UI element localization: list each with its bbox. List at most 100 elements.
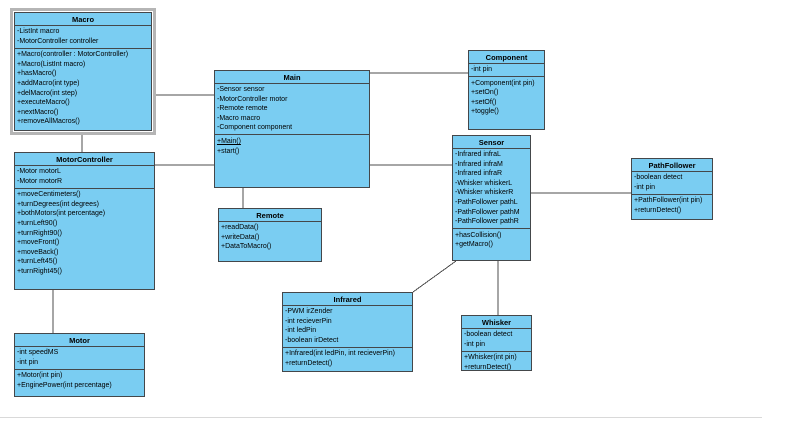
method-row: +Motor(int pin): [17, 372, 63, 380]
method-row: +moveBack(): [17, 248, 59, 256]
attribute-row: -Whisker whiskerR: [455, 189, 514, 197]
class-title-motorcontroller: MotorController: [15, 153, 154, 166]
attribute-row: -Whisker whiskerL: [455, 179, 513, 187]
attribute-row: -boolean detect: [464, 331, 513, 338]
method-row: +removeAllMacros(): [17, 118, 80, 126]
class-methods-remote: +readData() +writeData() +DataToMacro(): [219, 222, 321, 262]
attribute-row: -int speedMS: [17, 349, 59, 356]
method-row: +turnDegrees(int degrees): [17, 200, 99, 208]
attribute-row: -Macro macro: [217, 114, 261, 122]
class-attributes-motor: -int speedMS -int pin: [15, 347, 144, 370]
class-methods-motorcontroller: +moveCentimeters()+turnDegrees(int degre…: [15, 189, 154, 289]
class-methods-main: +Main() +start(): [215, 135, 369, 187]
class-methods-infrared: +Infrared(int ledPin, int recieverPin)+r…: [283, 348, 412, 371]
class-methods-sensor: +hasCollision() +getMacro(): [453, 229, 530, 260]
method-row: +addMacro(int type): [17, 79, 80, 87]
attribute-row: -Sensor sensor: [217, 86, 265, 93]
attribute-row: -boolean detect: [634, 174, 683, 181]
class-title-motor: Motor: [15, 334, 144, 347]
attribute-row: -MotorController controller: [17, 37, 99, 45]
class-title-sensor: Sensor: [453, 136, 530, 149]
method-row: +turnLeft90(): [17, 219, 58, 227]
class-box-pathfollower[interactable]: PathFollower -boolean detect -int pin +Pa…: [631, 158, 713, 220]
method-row: +turnLeft45(): [17, 258, 58, 266]
class-methods-component: +Component(int pin)+setOn()+setOf()+togg…: [469, 77, 544, 129]
attribute-row: -MotorController motor: [217, 95, 288, 103]
attribute-row: -Infrared infraL: [455, 151, 501, 158]
method-row: +returnDetect(): [634, 206, 682, 214]
method-row: +writeData(): [221, 233, 260, 241]
class-title-infrared: Infrared: [283, 293, 412, 306]
class-box-remote[interactable]: Remote +readData() +writeData() +DataToMac…: [218, 208, 322, 262]
method-row: +getMacro(): [455, 241, 493, 249]
attribute-row: -PathFollower pathL: [455, 198, 518, 206]
attribute-row: -int pin: [634, 183, 656, 191]
attribute-row: -PWM irZender: [285, 308, 333, 315]
class-box-sensor[interactable]: Sensor -Infrared infraL-Infrared infraM-…: [452, 135, 531, 261]
class-title-whisker: Whisker: [462, 316, 531, 329]
class-title-main: Main: [215, 71, 369, 84]
class-box-infrared[interactable]: Infrared -PWM irZender -int recieverPin -i…: [282, 292, 413, 372]
attribute-row: -int pin: [464, 340, 486, 348]
method-row: +moveCentimeters(): [17, 191, 81, 199]
class-title-component: Component: [469, 51, 544, 64]
attribute-row: -int recieverPin: [285, 317, 332, 325]
class-attributes-infrared: -PWM irZender -int recieverPin -int ledPin…: [283, 306, 412, 348]
attribute-row: -int ledPin: [285, 327, 317, 335]
class-attributes-component: -int pin: [469, 64, 544, 78]
class-box-motorcontroller[interactable]: MotorController -Motor motorL-Motor moto…: [14, 152, 155, 290]
method-row: +turnRight45(): [17, 267, 62, 275]
method-row: +Whisker(int pin): [464, 354, 517, 362]
method-row: +bothMotors(int percentage): [17, 210, 106, 218]
class-attributes-sensor: -Infrared infraL -Infrared infraM -Infrare…: [453, 149, 530, 230]
class-attributes-whisker: -boolean detect -int pin: [462, 329, 531, 352]
attribute-row: -PathFollower pathM: [455, 208, 520, 216]
method-row: +hasCollision(): [455, 231, 502, 239]
method-row: +Macro(controller : MotorController): [17, 51, 129, 59]
method-row: +DataToMacro(): [221, 243, 272, 251]
class-attributes-motorcontroller: -Motor motorL-Motor motorR: [15, 166, 154, 189]
class-attributes-macro: -ListInt macro -MotorController controlle…: [15, 26, 151, 49]
attribute-row: -Remote remote: [217, 105, 268, 113]
class-methods-motor: +Motor(int pin)+EnginePower(int percenta…: [15, 370, 144, 396]
window-bottom-edge: [0, 417, 762, 418]
class-title-pathfollower: PathFollower: [632, 159, 712, 172]
class-methods-macro: +Macro(controller : MotorController)+Mac…: [15, 49, 151, 130]
attribute-row: -int pin: [471, 66, 493, 73]
class-box-motor[interactable]: Motor -int speedMS -int pin +Motor(int pi…: [14, 333, 145, 397]
class-title-remote: Remote: [219, 209, 321, 222]
class-attributes-pathfollower: -boolean detect -int pin: [632, 172, 712, 195]
method-row: +start(): [217, 147, 240, 155]
method-row: +returnDetect(): [285, 359, 333, 367]
attribute-row: -Infrared infraM: [455, 160, 503, 168]
class-box-component[interactable]: Component -int pin +Component(int pin)+s…: [468, 50, 545, 130]
connector-sensor-infrared[interactable]: [412, 260, 457, 293]
class-box-macro[interactable]: Macro -ListInt macro -MotorController con…: [14, 12, 152, 131]
method-row: +moveFront(): [17, 239, 60, 247]
method-row: +readData(): [221, 224, 259, 231]
method-row: +setOn(): [471, 89, 499, 97]
method-row: +delMacro(int step): [17, 89, 78, 97]
attribute-row: -Infrared infraR: [455, 170, 503, 178]
selection-frame-macro: [10, 8, 156, 135]
method-row: +toggle(): [471, 108, 499, 116]
method-row: +executeMacro(): [17, 99, 70, 107]
class-methods-whisker: +Whisker(int pin)+returnDetect(): [462, 352, 531, 371]
method-row: +hasMacro(): [17, 70, 57, 78]
attribute-row: -Component component: [217, 124, 293, 132]
method-row: +Macro(ListInt macro): [17, 60, 86, 68]
attribute-row: -PathFollower pathR: [455, 218, 519, 226]
method-row: +EnginePower(int percentage): [17, 381, 112, 389]
class-methods-pathfollower: +PathFollower(int pin)+returnDetect(): [632, 195, 712, 219]
attribute-row: -ListInt macro: [17, 28, 60, 35]
attribute-row: -int pin: [17, 358, 39, 366]
class-box-whisker[interactable]: Whisker -boolean detect -int pin +Whisker…: [461, 315, 532, 371]
class-box-main[interactable]: Main -Sensor sensor -MotorController moto…: [214, 70, 370, 188]
class-attributes-main: -Sensor sensor -MotorController motor -Rem…: [215, 84, 369, 136]
class-title-macro: Macro: [15, 13, 151, 26]
method-row: +Infrared(int ledPin, int recieverPin): [285, 350, 395, 358]
method-row: +turnRight90(): [17, 229, 62, 237]
method-row: +returnDetect(): [464, 363, 512, 371]
method-row: +Main(): [217, 137, 241, 145]
